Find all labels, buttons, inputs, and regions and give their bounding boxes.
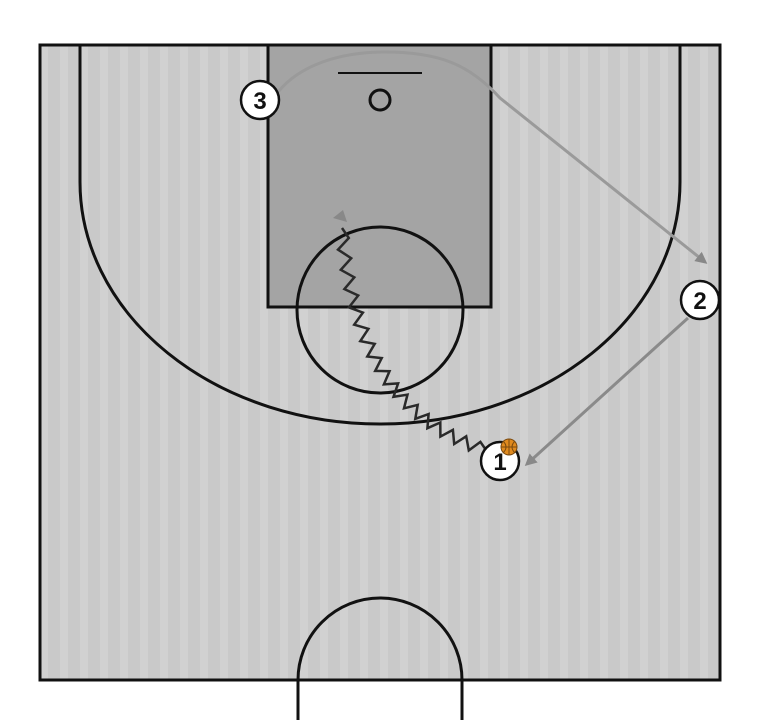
player-2-marker <box>679 279 721 321</box>
hoop-icon <box>368 88 392 112</box>
player-1[interactable]: 1 <box>479 438 521 482</box>
player-1-label: 1 <box>493 449 506 476</box>
player-3-marker <box>239 79 281 121</box>
three-point-line <box>78 45 682 426</box>
basketball-icon <box>500 438 518 456</box>
player-3[interactable]: 3 <box>239 79 281 121</box>
center-circle <box>296 596 464 720</box>
pass-path <box>524 316 690 467</box>
key-outline <box>266 43 493 309</box>
player-2[interactable]: 2 <box>679 279 721 321</box>
court-lines <box>38 43 722 720</box>
player-3-label: 3 <box>253 88 266 115</box>
dribble-path <box>336 227 488 453</box>
free-throw-circle <box>295 225 465 395</box>
dribble-arrow-head <box>333 210 347 222</box>
cut-path <box>276 50 708 264</box>
paint-area <box>268 45 491 307</box>
player-2-label: 2 <box>693 288 706 315</box>
